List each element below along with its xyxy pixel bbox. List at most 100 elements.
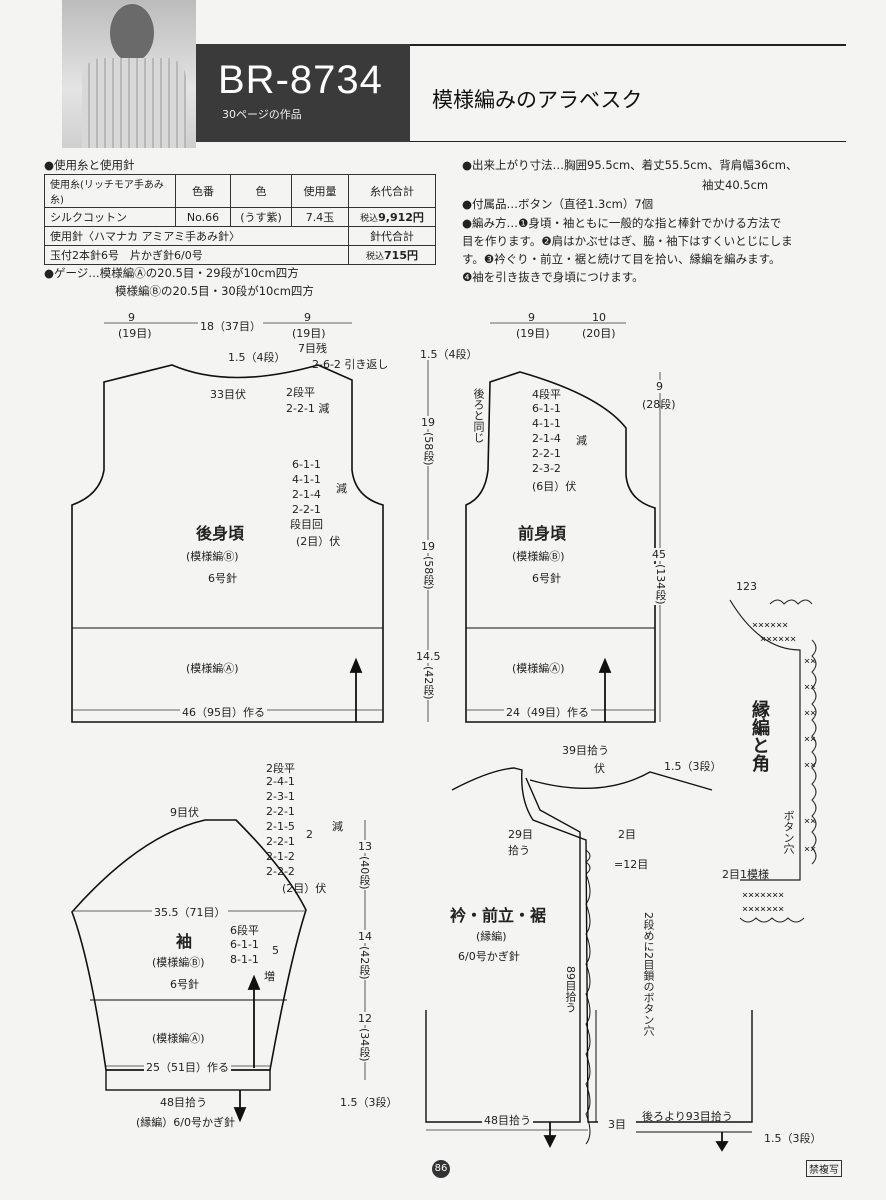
- th-amount: 使用量: [291, 174, 349, 208]
- needle-price: 715円: [384, 249, 418, 262]
- back-arm-dec: 減: [336, 482, 347, 495]
- tax-label: 税込: [360, 214, 379, 224]
- edging-button-hole: ボタン穴: [782, 810, 795, 854]
- front-pattern-a: (模様編Ⓐ): [512, 662, 565, 675]
- page-title: 模様編みのアラベスク: [432, 88, 643, 112]
- sleeve-width: 35.5（71目）: [152, 904, 228, 920]
- collar-title: 衿・前立・裾: [450, 906, 547, 925]
- sleeve-c2: 2-3-1: [266, 790, 295, 803]
- side-58a: (58段): [420, 432, 436, 466]
- front-n-flat: 4段平: [532, 388, 561, 401]
- th-price: 糸代合計: [348, 174, 436, 208]
- front-h-45: 45: [652, 548, 666, 561]
- front-shoulder-h: 1.5（4段）: [420, 348, 478, 361]
- back-cast-on: 46（95目）作る: [180, 704, 267, 720]
- needle-list: 玉付2本針6号 片かぎ針6/0号: [44, 245, 349, 265]
- back-body-outline: [71, 364, 384, 723]
- sleeve-c6: 2-1-2: [266, 850, 295, 863]
- gauge-b: 模様編Ⓑの20.5目・30段が10cm四方: [115, 284, 314, 298]
- sleeve-pattern: (模様編Ⓑ): [152, 956, 205, 969]
- back-arm-rep: 段目回: [290, 518, 323, 531]
- sleeve-c-dec: 減: [332, 820, 343, 833]
- front-body-outline: [465, 371, 656, 723]
- sleeve-top-bindoff: 9目伏: [170, 806, 199, 819]
- front-h-134: (134段): [652, 564, 668, 605]
- no-copy-badge: 禁複写: [806, 1160, 842, 1177]
- back-pattern: (模様編Ⓑ): [186, 550, 239, 563]
- sleeve-cast-on: 25（51目）作る: [144, 1059, 231, 1075]
- back-arm-1: 6-1-1: [292, 458, 321, 471]
- notions: ●付属品…ボタン（直径1.3cm）7個: [462, 197, 654, 211]
- sleeve-h-12: 12: [358, 1012, 372, 1025]
- back-w-left: 9: [128, 311, 135, 324]
- gauge-a: ●ゲージ…模様編Ⓐの20.5目・29段が10cm四方: [44, 266, 299, 280]
- tax-label-2: 税込: [366, 252, 385, 262]
- side-42: (42段): [420, 666, 436, 700]
- yarn-table: 使用糸(リッチモア手あみ糸) 色番 色 使用量 糸代合計 シルクコットン No.…: [44, 174, 436, 265]
- front-title: 前身頃: [518, 524, 567, 543]
- front-cast-on: 24（49目）作る: [504, 704, 591, 720]
- collar-bindoff: 伏: [594, 762, 605, 775]
- sleeve-c1: 2-4-1: [266, 775, 295, 788]
- method-4: ❹袖を引き抜きで身頃につけます。: [462, 270, 644, 284]
- sleeve-c5: 2-2-1: [266, 835, 295, 848]
- page-number: 86: [432, 1160, 450, 1178]
- sleeve-h-42: (42段): [356, 946, 372, 980]
- collar-n12: =12目: [614, 858, 649, 871]
- front-n2: 4-1-1: [532, 417, 561, 430]
- th-color-number: 色番: [175, 174, 231, 208]
- collar-h-15b: 1.5（3段）: [764, 1132, 822, 1145]
- front-n-bindoff: (6目）伏: [532, 480, 577, 493]
- back-short-row: 2-6-2 引き返し: [312, 358, 389, 371]
- yarn-price-cell: 税込9,912円: [348, 207, 436, 227]
- back-arm-2: 4-1-1: [292, 473, 321, 486]
- front-w-right: 10: [592, 311, 606, 324]
- yarn-color-number: No.66: [175, 207, 231, 227]
- model-number: BR-8734: [218, 58, 383, 102]
- edging-pattern: 2目1模様: [722, 868, 769, 881]
- back-title: 後身頃: [196, 524, 245, 543]
- svg-text:××: ××: [804, 760, 816, 771]
- svg-text:××: ××: [804, 656, 816, 667]
- sleeve-h-13: 13: [358, 840, 372, 853]
- sleeve-inc-1: 6-1-1: [230, 938, 259, 951]
- svg-text:××: ××: [804, 708, 816, 719]
- back-w-right: 9: [304, 311, 311, 324]
- back-neck-bindoff: 33目伏: [210, 388, 246, 401]
- front-n1: 6-1-1: [532, 402, 561, 415]
- svg-text:×××××××: ×××××××: [742, 904, 784, 915]
- collar-button-note: 2段めに2目鎖のボタン穴: [642, 912, 655, 1036]
- sleeve-inc-x: 5: [272, 944, 279, 957]
- sleeve-h-34: (34段): [356, 1028, 372, 1062]
- svg-text:××: ××: [804, 682, 816, 693]
- sleeve-needle: 6号針: [170, 978, 199, 991]
- model-head: [110, 4, 154, 62]
- sleeve-c0: 2段平: [266, 762, 295, 775]
- back-pattern-a: (模様編Ⓐ): [186, 662, 239, 675]
- front-needle: 6号針: [532, 572, 561, 585]
- needle-price-cell: 税込715円: [348, 245, 436, 265]
- edging-rows: 123: [736, 580, 757, 593]
- materials-heading: ●使用糸と使用針: [44, 158, 135, 172]
- collar-band: [451, 767, 598, 1123]
- front-n4: 2-2-1: [532, 447, 561, 460]
- header-rule: [196, 44, 846, 46]
- method-2: 目を作ります。❷肩はかぶせはぎ、脇・袖下はすくいとじにしま: [462, 234, 793, 248]
- svg-text:×××××××: ×××××××: [742, 890, 784, 901]
- sleeve-length: 袖丈40.5cm: [702, 178, 769, 192]
- sleeve-inc-2: 8-1-1: [230, 953, 259, 966]
- sleeve-c-x2: 2: [306, 828, 313, 841]
- th-needle-price: 針代合計: [348, 226, 436, 246]
- back-needle: 6号針: [208, 572, 237, 585]
- back-arm-bindoff: (2目）伏: [296, 535, 341, 548]
- sleeve-h-14: 14: [358, 930, 372, 943]
- front-n5: 2-3-2: [532, 462, 561, 475]
- collar-pattern: (縁編): [476, 930, 507, 943]
- svg-text:××××××: ××××××: [760, 634, 796, 645]
- back-w-right-st: (19目): [292, 327, 326, 340]
- sleeve-inc-flat: 6段平: [230, 924, 259, 937]
- collar-n3: 3目: [608, 1118, 626, 1131]
- yarn-price: 9,912円: [378, 211, 424, 224]
- front-w-right-st: (20目): [582, 327, 616, 340]
